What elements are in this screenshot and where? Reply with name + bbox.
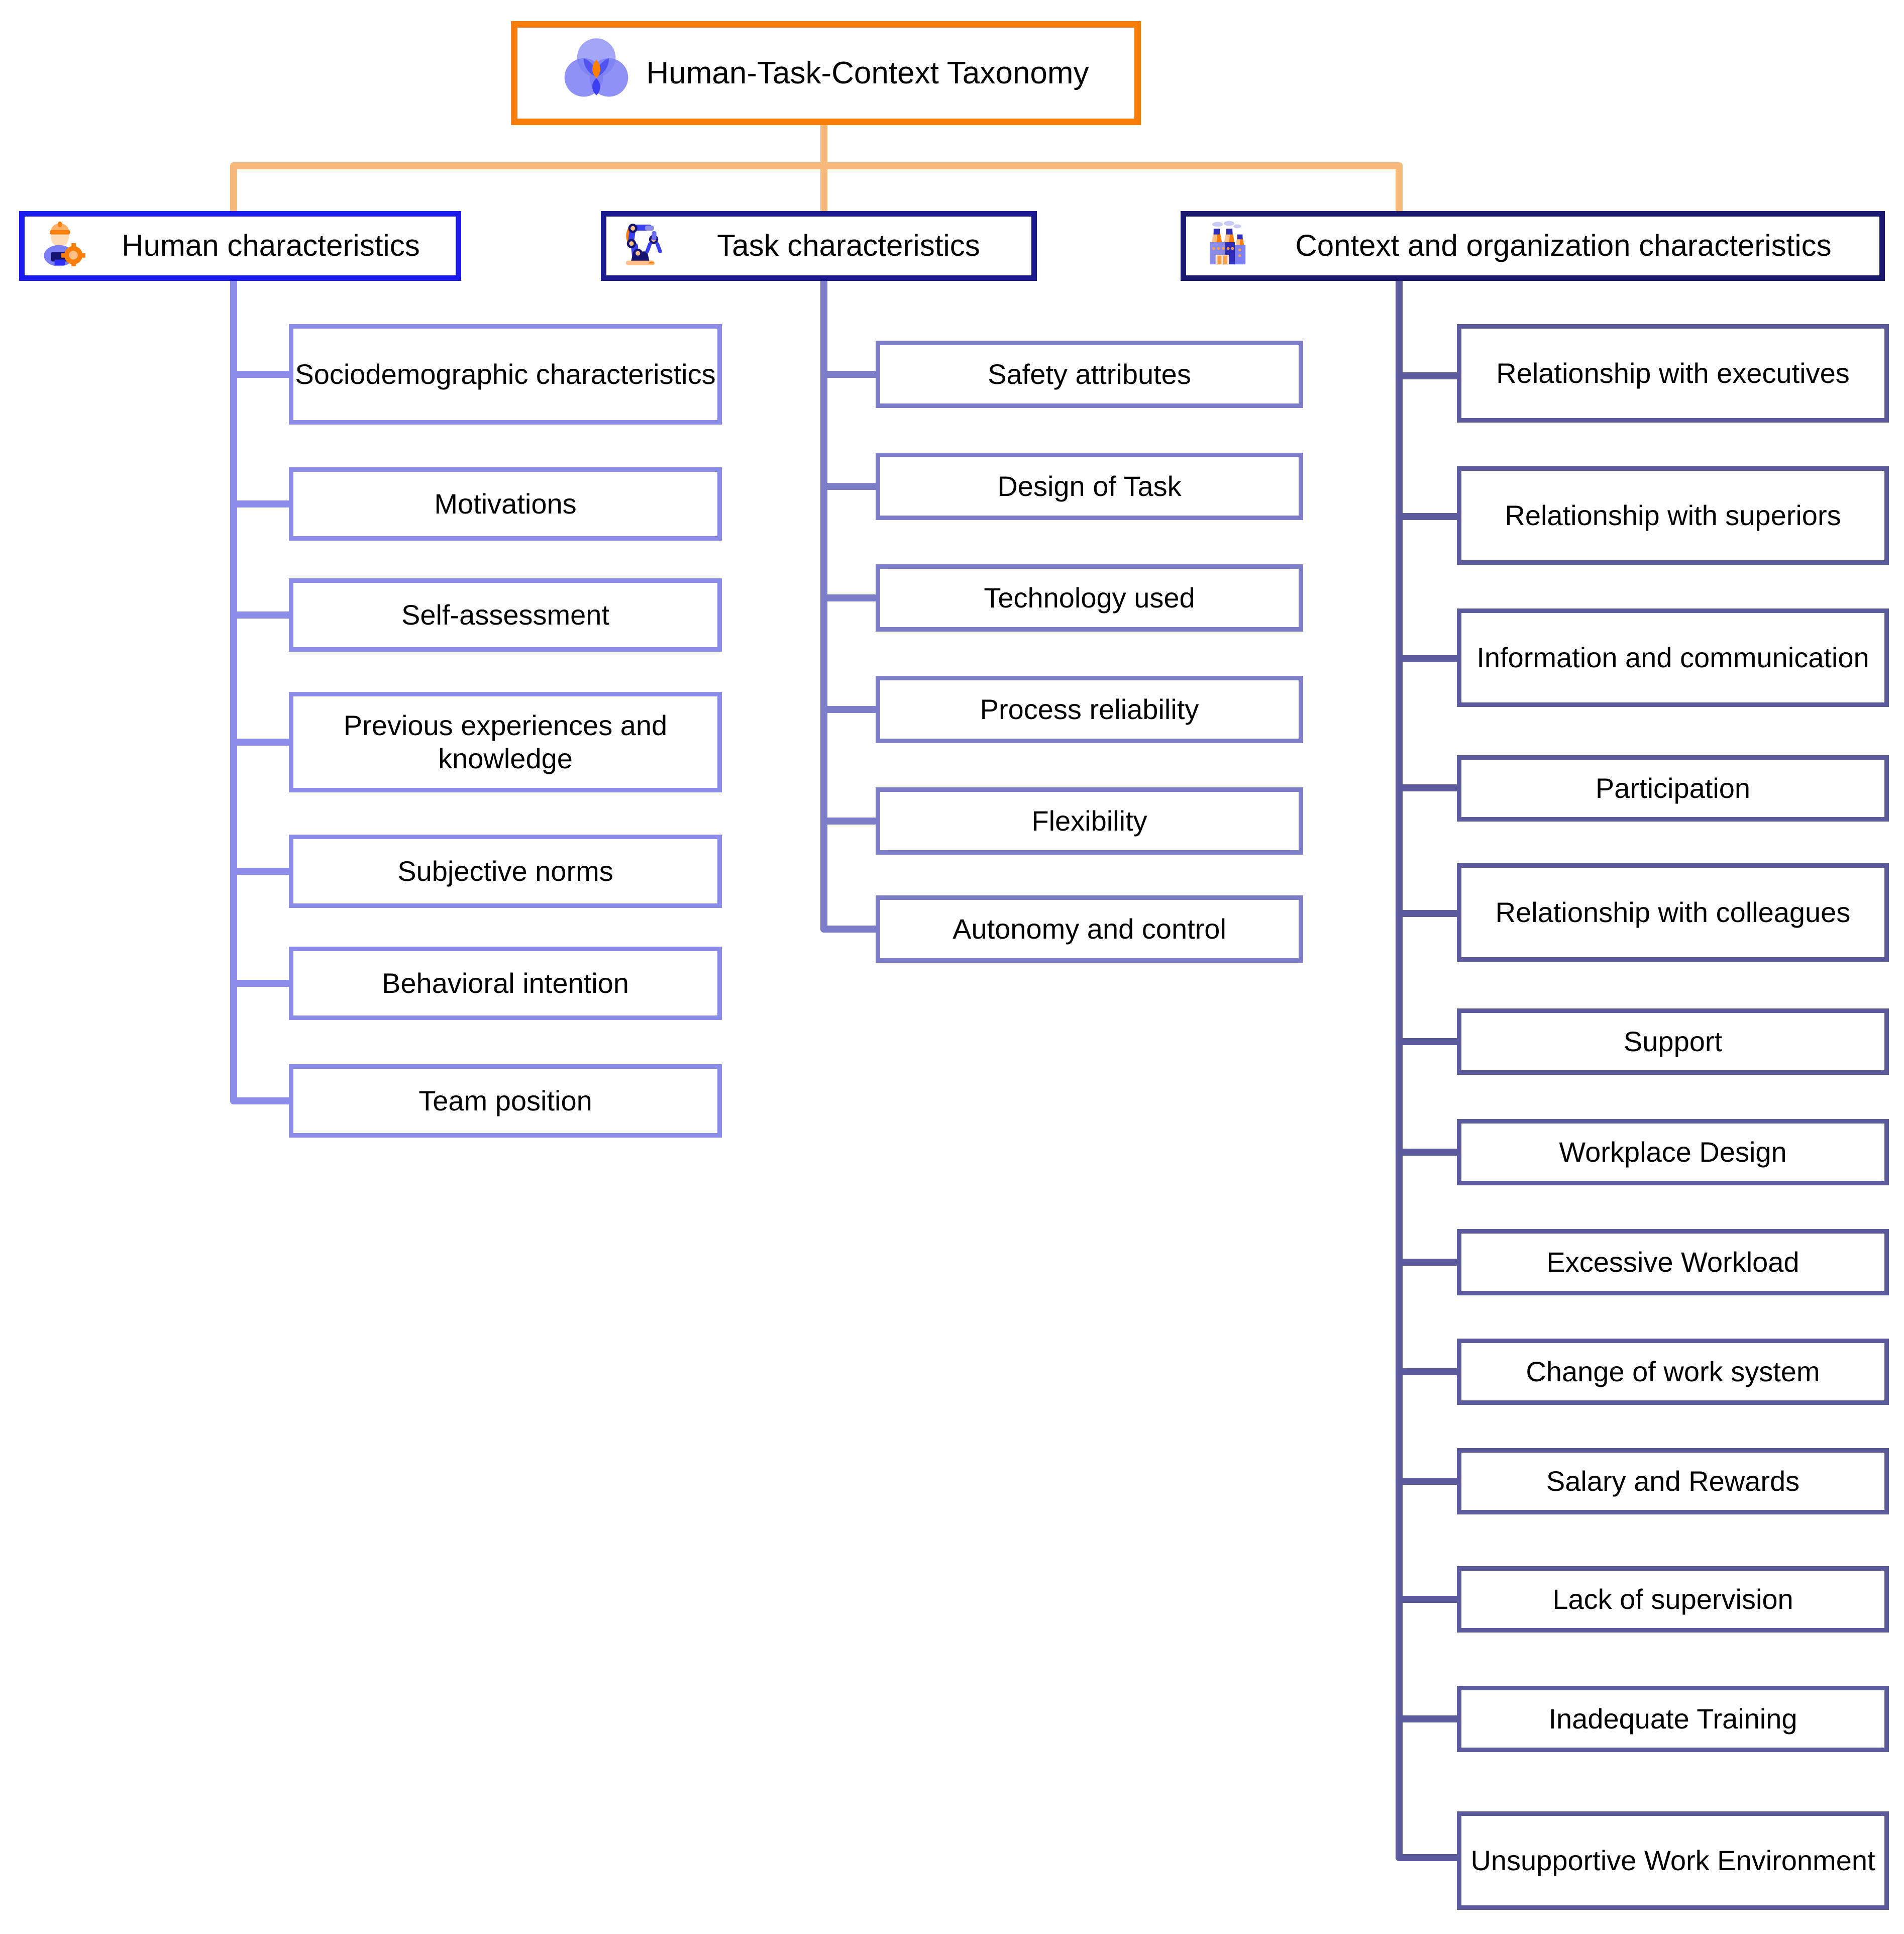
category-task-label: Task characteristics xyxy=(717,229,980,263)
leaf-relationship-with-colleagues[interactable]: Relationship with colleagues xyxy=(1457,863,1889,962)
category-human-label: Human characteristics xyxy=(122,229,420,263)
leaf-support[interactable]: Support xyxy=(1457,1008,1889,1075)
leaf-lack-of-supervision[interactable]: Lack of supervision xyxy=(1457,1566,1889,1633)
category-context-and-organization-characteristics[interactable]: Context and organization characteristics xyxy=(1181,211,1885,281)
category-task-characteristics[interactable]: Task characteristics xyxy=(601,211,1037,281)
leaf-sociodemographic-characteristics[interactable]: Sociodemographic characteristics xyxy=(289,324,722,425)
leaf-participation[interactable]: Participation xyxy=(1457,755,1889,822)
leaf-inadequate-training[interactable]: Inadequate Training xyxy=(1457,1686,1889,1752)
leaf-safety-attributes[interactable]: Safety attributes xyxy=(876,341,1303,408)
leaf-technology-used[interactable]: Technology used xyxy=(876,564,1303,632)
leaf-design-of-task[interactable]: Design of Task xyxy=(876,453,1303,520)
worker-gear-icon xyxy=(38,218,86,274)
leaf-self-assessment[interactable]: Self-assessment xyxy=(289,578,722,652)
leaf-relationship-with-superiors[interactable]: Relationship with superiors xyxy=(1457,466,1889,565)
leaf-team-position[interactable]: Team position xyxy=(289,1064,722,1138)
leaf-flexibility[interactable]: Flexibility xyxy=(876,787,1303,855)
factory-icon xyxy=(1199,218,1247,274)
leaf-subjective-norms[interactable]: Subjective norms xyxy=(289,835,722,908)
leaf-change-of-work-system[interactable]: Change of work system xyxy=(1457,1339,1889,1405)
leaf-excessive-workload[interactable]: Excessive Workload xyxy=(1457,1229,1889,1295)
leaf-information-and-communication[interactable]: Information and communication xyxy=(1457,608,1889,707)
leaf-salary-and-rewards[interactable]: Salary and Rewards xyxy=(1457,1448,1889,1514)
robot-arm-icon xyxy=(619,219,666,273)
leaf-process-reliability[interactable]: Process reliability xyxy=(876,676,1303,743)
leaf-unsupportive-work-environment[interactable]: Unsupportive Work Environment xyxy=(1457,1811,1889,1910)
root-node[interactable]: Human-Task-Context Taxonomy xyxy=(511,21,1141,125)
leaf-relationship-with-executives[interactable]: Relationship with executives xyxy=(1457,324,1889,423)
leaf-motivations[interactable]: Motivations xyxy=(289,467,722,541)
category-human-characteristics[interactable]: Human characteristics xyxy=(19,211,461,281)
leaf-workplace-design[interactable]: Workplace Design xyxy=(1457,1119,1889,1185)
leaf-behavioral-intention[interactable]: Behavioral intention xyxy=(289,947,722,1020)
category-context-label: Context and organization characteristics xyxy=(1295,229,1832,263)
venn-diagram-icon xyxy=(563,36,629,110)
root-label: Human-Task-Context Taxonomy xyxy=(646,55,1089,90)
leaf-autonomy-and-control[interactable]: Autonomy and control xyxy=(876,895,1303,963)
leaf-previous-experiences-and-knowledge[interactable]: Previous experiences and knowledge xyxy=(289,692,722,792)
